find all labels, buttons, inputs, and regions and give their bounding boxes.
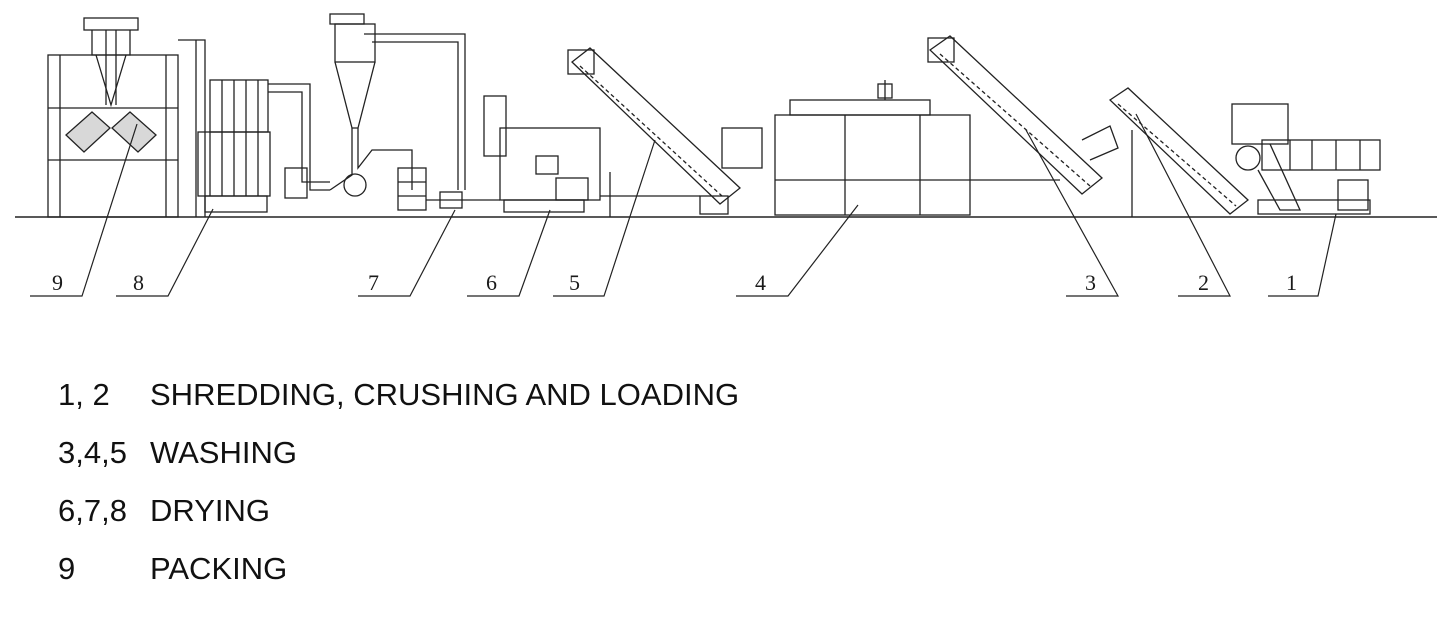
process-legend: 1, 2 SHREDDING, CRUSHING AND LOADING 3,4… bbox=[58, 366, 739, 598]
dust-collector bbox=[197, 79, 330, 213]
legend-row: 3,4,5 WASHING bbox=[58, 424, 739, 482]
callout-7: 7 bbox=[368, 270, 379, 295]
callout-2: 2 bbox=[1198, 270, 1209, 295]
legend-description: DRYING bbox=[150, 493, 271, 528]
callout-leaders bbox=[30, 113, 1337, 297]
legend-description: WASHING bbox=[150, 435, 297, 470]
loading-conveyor bbox=[1108, 87, 1250, 217]
legend-description: SHREDDING, CRUSHING AND LOADING bbox=[150, 377, 740, 412]
cyclone-separator bbox=[329, 13, 466, 197]
callout-8: 8 bbox=[133, 270, 144, 295]
washing-line-drawing: 9 8 7 6 5 4 3 2 1 bbox=[15, 13, 1437, 297]
shredder bbox=[1231, 103, 1381, 215]
callout-9: 9 bbox=[52, 270, 63, 295]
legend-row: 6,7,8 DRYING bbox=[58, 482, 739, 540]
legend-row: 9 PACKING bbox=[58, 540, 739, 598]
legend-numbers: 3,4,5 bbox=[58, 435, 127, 470]
callout-5: 5 bbox=[569, 270, 580, 295]
callout-4: 4 bbox=[755, 270, 766, 295]
screw-conveyor-3 bbox=[927, 35, 1119, 195]
legend-description: PACKING bbox=[150, 551, 288, 586]
legend-numbers: 6,7,8 bbox=[58, 493, 127, 528]
callout-6: 6 bbox=[486, 270, 497, 295]
hot-air-dryer bbox=[397, 167, 500, 211]
legend-numbers: 9 bbox=[58, 551, 76, 586]
dewatering-machine bbox=[483, 95, 700, 217]
washing-tank bbox=[721, 80, 1060, 216]
legend-numbers: 1, 2 bbox=[58, 377, 110, 412]
callout-3: 3 bbox=[1085, 270, 1096, 295]
legend-row: 1, 2 SHREDDING, CRUSHING AND LOADING bbox=[58, 366, 739, 424]
packing-silo bbox=[47, 17, 206, 218]
screw-conveyor-5 bbox=[567, 47, 741, 215]
callout-1: 1 bbox=[1286, 270, 1297, 295]
